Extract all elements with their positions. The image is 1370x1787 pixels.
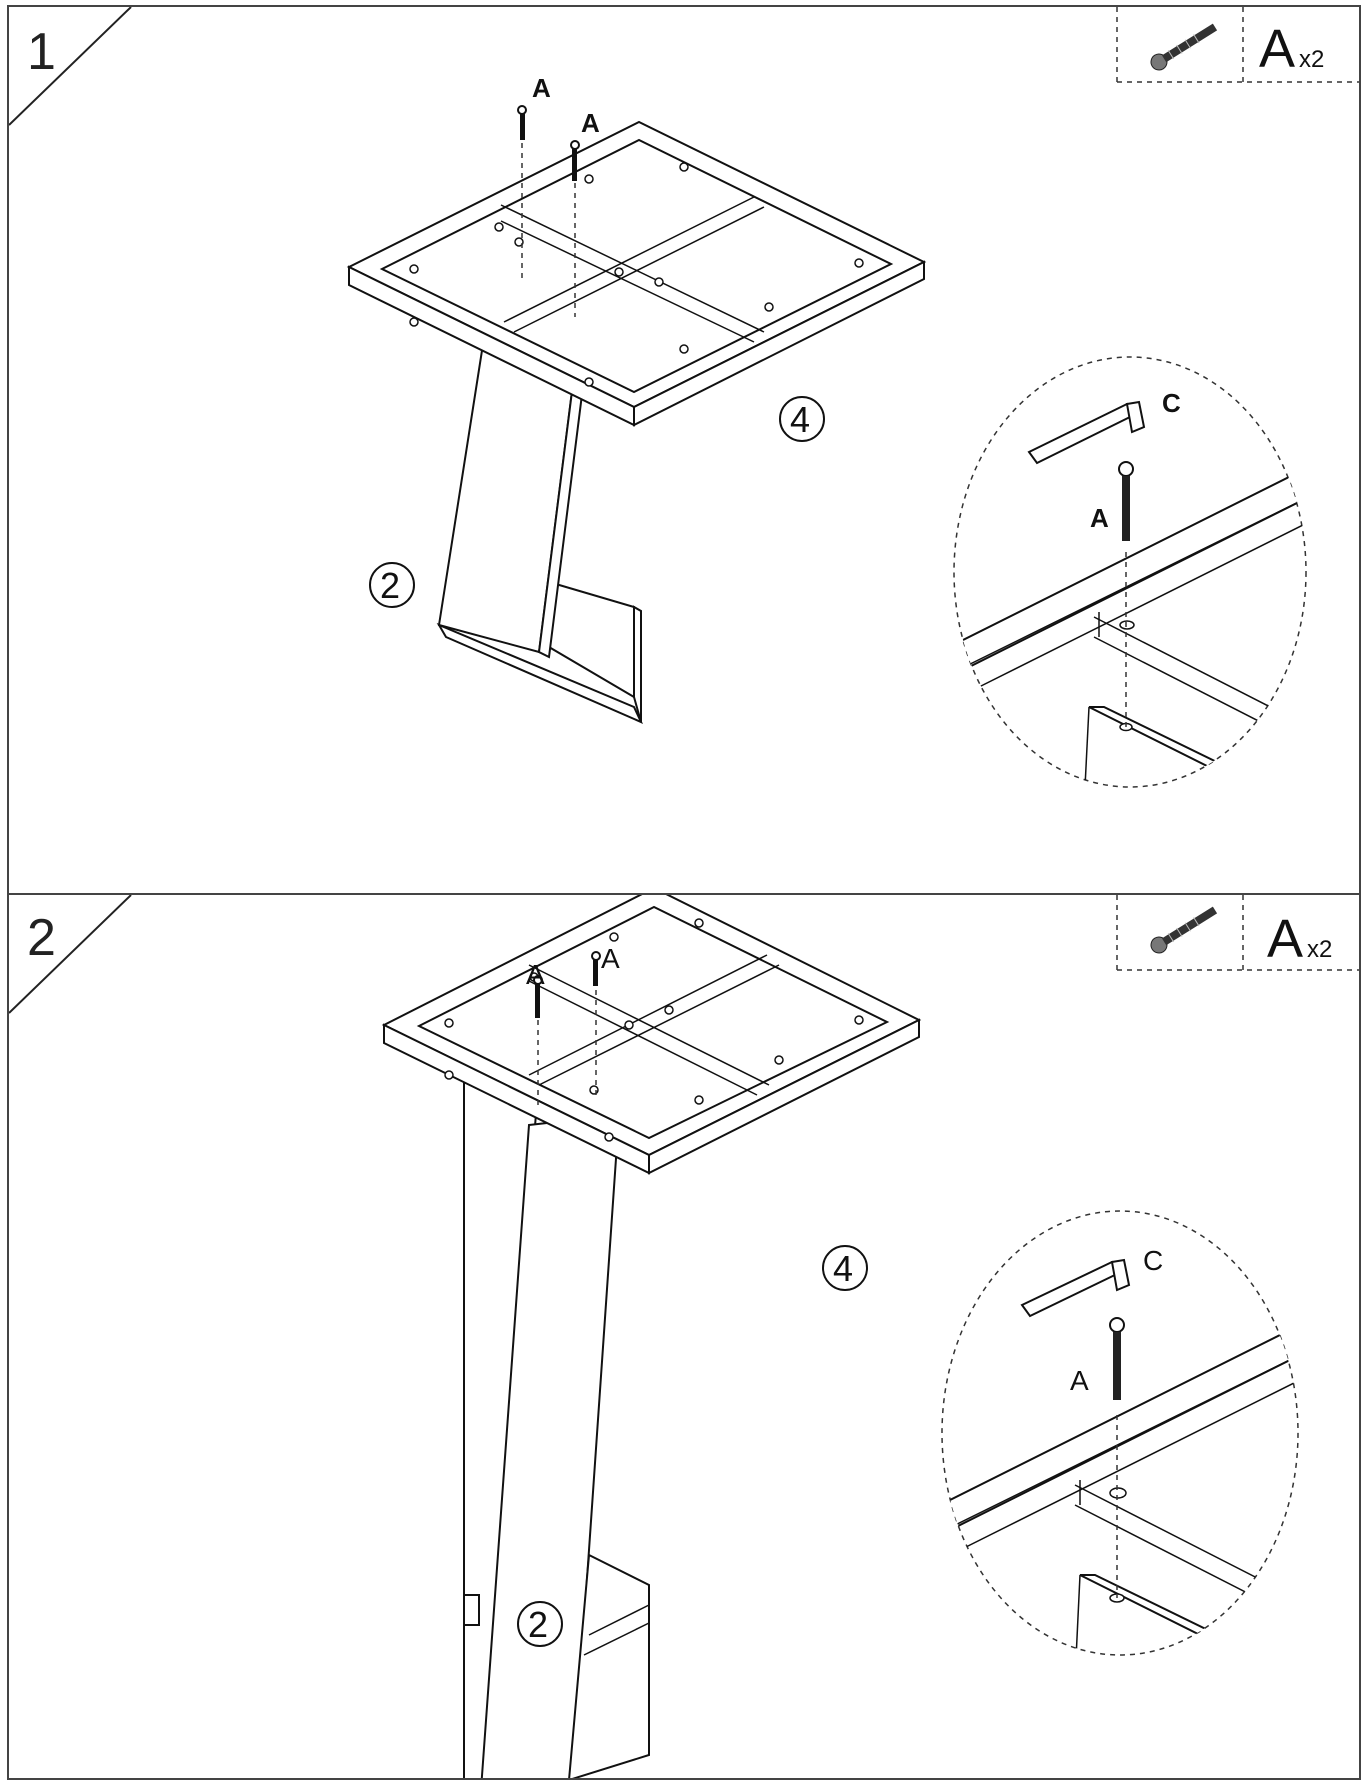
step-2-panel: 2 A x2 <box>7 893 1361 1780</box>
leg-part-2 <box>463 1068 650 1778</box>
svg-text:4: 4 <box>790 399 810 440</box>
step-1-drawing: 1 A x2 <box>9 7 1359 788</box>
hardware-box: A x2 <box>1116 895 1359 971</box>
frame-part-4 <box>346 120 927 427</box>
screw-icon <box>1150 23 1218 71</box>
step-1-panel: 1 A x2 <box>7 5 1361 895</box>
screw-a-1 <box>517 105 527 282</box>
step-corner-divider <box>9 895 132 1014</box>
step-2-drawing: 2 A x2 <box>9 895 1359 1778</box>
hardware-part-label: A <box>1267 909 1303 969</box>
step-corner-divider <box>9 7 132 126</box>
detail-bubble: C A <box>953 356 1307 788</box>
step-number: 2 <box>27 909 56 967</box>
screw-icon <box>1150 906 1218 954</box>
detail-screw-label: A <box>1090 503 1109 533</box>
screw-a-2 <box>570 140 580 317</box>
hardware-box: A x2 <box>1116 7 1359 83</box>
hardware-part-label: A <box>1259 19 1295 79</box>
allen-key-icon <box>1027 400 1146 465</box>
hardware-qty-label: x2 <box>1307 936 1332 963</box>
part-callout-2: 2 <box>369 562 415 608</box>
screw-a-label-2: A <box>581 108 600 138</box>
detail-screw <box>1118 461 1134 541</box>
frame-part-4 <box>381 895 922 1175</box>
detail-tool-label: C <box>1162 388 1181 418</box>
step-number: 1 <box>27 23 56 81</box>
part-callout-4: 4 <box>779 396 825 442</box>
screw-a-label-1: A <box>532 73 551 103</box>
hardware-qty-label: x2 <box>1299 46 1324 73</box>
svg-text:2: 2 <box>380 565 400 606</box>
